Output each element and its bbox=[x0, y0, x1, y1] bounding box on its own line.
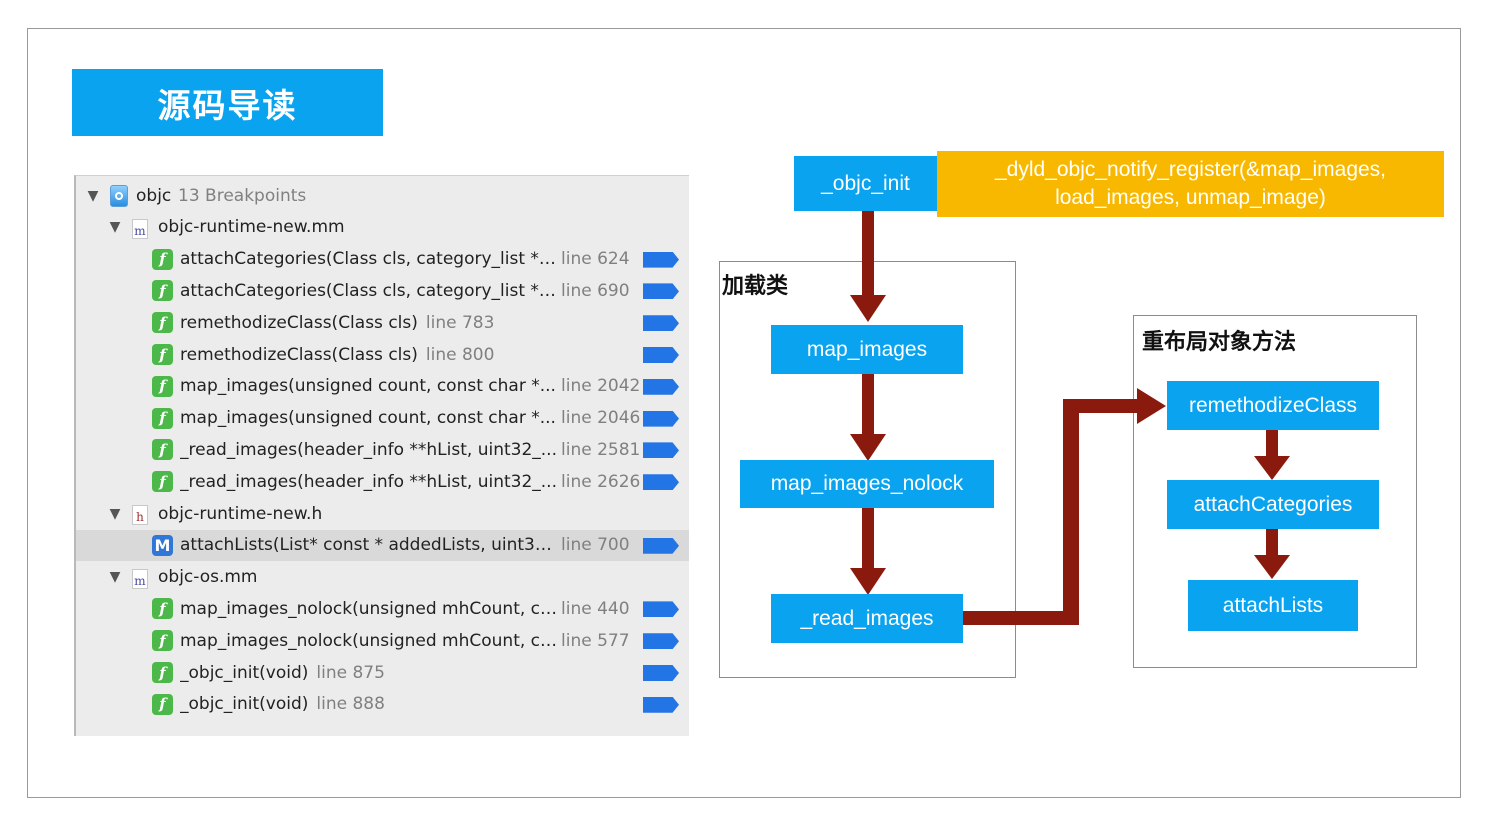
file-row[interactable]: ▼ m objc-runtime-new.mm bbox=[76, 212, 689, 243]
breakpoint-flag-icon[interactable] bbox=[643, 315, 679, 332]
breakpoint-symbol: map_images(unsigned count, const char *.… bbox=[180, 408, 556, 429]
node-attach-lists: attachLists bbox=[1188, 580, 1358, 631]
file-row[interactable]: ▼ h objc-runtime-new.h bbox=[76, 498, 689, 529]
breakpoint-symbol: map_images_nolock(unsigned mhCount, co..… bbox=[180, 630, 560, 651]
breakpoint-row[interactable]: f _read_images(header_info **hList, uint3… bbox=[76, 466, 689, 497]
breakpoint-flag-icon[interactable] bbox=[643, 347, 679, 363]
breakpoint-flag-icon[interactable] bbox=[643, 251, 679, 268]
dyld-note-line2: load_images, unmap_image) bbox=[1055, 186, 1326, 209]
breakpoint-symbol: _objc_init(void) bbox=[180, 662, 309, 683]
breakpoint-flag-icon[interactable] bbox=[643, 378, 679, 395]
breakpoint-flag-icon[interactable] bbox=[643, 442, 679, 459]
function-symbol-icon: f bbox=[152, 344, 173, 365]
loading-group-label: 加载类 bbox=[722, 274, 789, 299]
breakpoint-symbol: _read_images(header_info **hList, uint32… bbox=[180, 471, 557, 492]
breakpoint-row[interactable]: f map_images_nolock(unsigned mhCount, co.… bbox=[76, 625, 689, 656]
breakpoint-flag-icon[interactable] bbox=[643, 601, 679, 618]
breakpoint-symbol: map_images_nolock(unsigned mhCount, co..… bbox=[180, 598, 560, 619]
breakpoint-row[interactable]: f map_images_nolock(unsigned mhCount, co.… bbox=[76, 593, 689, 624]
breakpoint-line: line 2046 bbox=[561, 408, 641, 429]
file-name: objc-runtime-new.mm bbox=[158, 217, 345, 238]
breakpoint-symbol: remethodizeClass(Class cls) bbox=[180, 344, 418, 365]
breakpoint-line: line 875 bbox=[316, 662, 385, 683]
function-symbol-icon: f bbox=[152, 471, 173, 493]
breakpoint-symbol: attachCategories(Class cls, category_lis… bbox=[180, 249, 560, 270]
breakpoint-line: line 577 bbox=[561, 630, 630, 651]
breakpoint-line: line 440 bbox=[561, 598, 630, 619]
disclosure-triangle-icon[interactable]: ▼ bbox=[109, 505, 121, 522]
function-symbol-icon: f bbox=[152, 630, 173, 652]
function-symbol-icon: f bbox=[152, 312, 173, 334]
breakpoint-flag-icon[interactable] bbox=[643, 537, 679, 554]
header-file-icon: h bbox=[132, 505, 148, 525]
breakpoint-count: 13 Breakpoints bbox=[178, 185, 307, 206]
source-file-icon: m bbox=[132, 568, 148, 589]
function-symbol-icon: f bbox=[152, 693, 173, 715]
disclosure-triangle-icon[interactable]: ▼ bbox=[109, 219, 121, 236]
file-row[interactable]: ▼ m objc-os.mm bbox=[76, 562, 689, 593]
project-name: objc bbox=[136, 185, 172, 206]
breakpoint-line: line 2581 bbox=[561, 439, 641, 460]
function-symbol-icon: f bbox=[152, 407, 173, 429]
breakpoint-symbol: remethodizeClass(Class cls) bbox=[180, 312, 418, 333]
breakpoint-symbol: attachCategories(Class cls, category_lis… bbox=[180, 280, 560, 301]
breakpoint-flag-icon[interactable] bbox=[643, 410, 679, 427]
node-read-images: _read_images bbox=[771, 594, 963, 643]
breakpoint-line: line 2042 bbox=[561, 376, 641, 397]
breakpoint-flag-icon[interactable] bbox=[643, 633, 679, 650]
dyld-register-note: _dyld_objc_notify_register(&map_images, … bbox=[937, 151, 1444, 217]
disclosure-triangle-icon[interactable]: ▼ bbox=[87, 187, 99, 204]
dyld-note-line1: _dyld_objc_notify_register(&map_images, bbox=[994, 158, 1387, 181]
node-map-images: map_images bbox=[771, 325, 963, 374]
breakpoint-row[interactable]: f _read_images(header_info **hList, uint3… bbox=[76, 434, 689, 465]
breakpoint-flag-icon[interactable] bbox=[643, 283, 679, 300]
function-symbol-icon: f bbox=[152, 439, 173, 461]
breakpoint-flag-icon[interactable] bbox=[643, 665, 679, 681]
function-symbol-icon: f bbox=[152, 598, 173, 620]
breakpoint-row[interactable]: f attachCategories(Class cls, category_li… bbox=[76, 244, 689, 275]
function-symbol-icon: f bbox=[152, 662, 173, 683]
breakpoint-symbol: map_images(unsigned count, const char *.… bbox=[180, 376, 556, 397]
function-symbol-icon: f bbox=[152, 248, 173, 270]
breakpoint-row[interactable]: f attachCategories(Class cls, category_li… bbox=[76, 275, 689, 306]
slide-frame bbox=[27, 28, 1461, 798]
node-remethodize-class: remethodizeClass bbox=[1167, 381, 1379, 430]
breakpoint-flag-icon[interactable] bbox=[643, 474, 679, 491]
node-attach-categories: attachCategories bbox=[1167, 480, 1379, 529]
breakpoint-row[interactable]: f map_images(unsigned count, const char *… bbox=[76, 403, 689, 434]
node-objc-init: _objc_init bbox=[794, 156, 937, 211]
relayout-group-box bbox=[1133, 315, 1417, 668]
breakpoint-line: line 2626 bbox=[561, 471, 641, 492]
function-symbol-icon: f bbox=[152, 280, 173, 302]
source-file-icon: m bbox=[132, 218, 148, 239]
breakpoint-symbol: _read_images(header_info **hList, uint32… bbox=[180, 439, 557, 460]
file-name: objc-os.mm bbox=[158, 567, 258, 588]
breakpoint-row[interactable]: f remethodizeClass(Class cls) line 800 bbox=[76, 339, 689, 370]
breakpoint-line: line 783 bbox=[425, 312, 495, 333]
relayout-group-label: 重布局对象方法 bbox=[1142, 330, 1297, 355]
breakpoint-line: line 624 bbox=[561, 249, 630, 270]
breakpoint-line: line 888 bbox=[316, 694, 385, 715]
breakpoint-row[interactable]: f _objc_init(void) line 888 bbox=[76, 689, 689, 720]
breakpoint-row[interactable]: f _objc_init(void) line 875 bbox=[76, 657, 689, 688]
breakpoint-line: line 690 bbox=[561, 280, 630, 301]
breakpoint-line: line 700 bbox=[561, 535, 630, 556]
method-symbol-icon: M bbox=[152, 534, 173, 556]
breakpoint-symbol: _objc_init(void) bbox=[180, 694, 309, 715]
disclosure-triangle-icon[interactable]: ▼ bbox=[109, 569, 121, 586]
breakpoint-navigator: ▼ objc 13 Breakpoints ▼ m objc-runtime-new.mm… bbox=[74, 175, 689, 736]
breakpoint-symbol: attachLists(List* const * addedLists, ui… bbox=[180, 535, 560, 556]
project-row[interactable]: ▼ objc 13 Breakpoints bbox=[76, 180, 689, 211]
xcode-project-icon bbox=[110, 185, 128, 207]
node-map-images-nolock: map_images_nolock bbox=[740, 460, 994, 508]
breakpoint-line: line 800 bbox=[425, 344, 495, 365]
breakpoint-row[interactable]: f map_images(unsigned count, const char *… bbox=[76, 371, 689, 402]
breakpoint-row[interactable]: f remethodizeClass(Class cls) line 783 bbox=[76, 307, 689, 338]
function-symbol-icon: f bbox=[152, 375, 173, 397]
breakpoint-flag-icon[interactable] bbox=[643, 696, 679, 713]
file-name: objc-runtime-new.h bbox=[158, 503, 323, 524]
page-title: 源码导读 bbox=[72, 69, 383, 136]
